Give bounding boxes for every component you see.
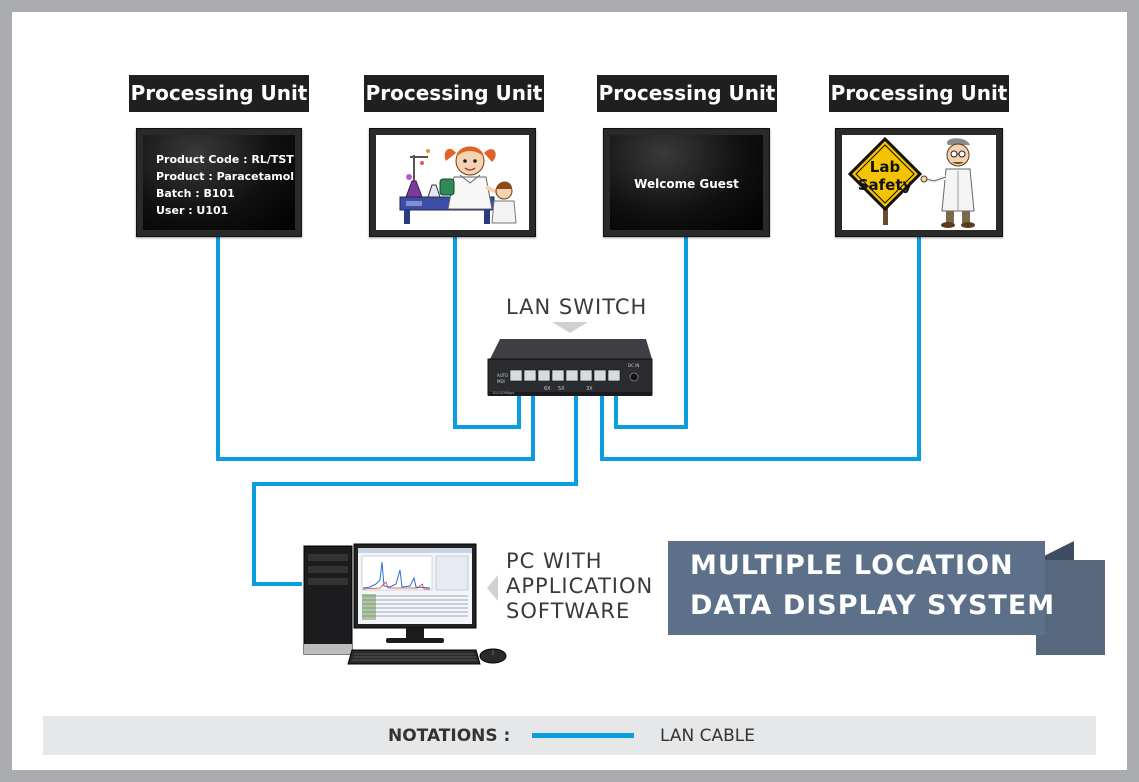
pc-mouse	[479, 648, 507, 664]
diagram-title-line: MULTIPLE LOCATION	[690, 550, 1014, 581]
pc-caption-line: APPLICATION	[506, 574, 654, 598]
pc-workstation	[303, 543, 507, 665]
switch-port	[551, 369, 565, 382]
lan-cable-legend-swatch	[532, 733, 634, 738]
monitor-processing-unit-1: Product Code : RL/TST Product : Paraceta…	[136, 128, 302, 237]
lan-switch-caption: LAN SWITCH	[506, 295, 648, 319]
switch-port	[579, 369, 593, 382]
lan-cable-unit-4	[600, 237, 921, 461]
monitor-processing-unit-2	[369, 128, 536, 237]
switch-marking: MDI	[497, 379, 505, 384]
switch-marking: AUTO	[497, 373, 508, 378]
switch-port	[537, 369, 551, 382]
screen-welcome-text: Welcome Guest	[634, 177, 739, 191]
lan-switch-device: AUTO MDI DC IN 10/100Mbps 6X 5X 3X	[487, 339, 653, 396]
switch-port	[523, 369, 537, 382]
lab-safety-illustration: Lab Safety	[847, 136, 975, 228]
power-jack-icon	[629, 372, 639, 382]
switch-port	[607, 369, 621, 382]
monitor-screen	[376, 135, 529, 230]
switch-port	[565, 369, 579, 382]
title-panel	[668, 541, 1045, 635]
processing-unit-label: Processing Unit	[129, 75, 309, 112]
switch-marking: 5X	[558, 386, 565, 392]
screen-info-line: Batch : B101	[156, 187, 235, 200]
caption-pointer-icon	[552, 322, 588, 333]
lan-cable-unit-2	[453, 237, 521, 429]
lan-cable-unit-1	[216, 237, 535, 461]
title-panel-corner	[1036, 541, 1074, 560]
screen-info-line: Product : Paracetamol	[156, 170, 295, 183]
lab-safety-sign-text: Lab	[870, 158, 901, 176]
monitor-processing-unit-4: Lab Safety	[835, 128, 1003, 237]
pc-caption-line: PC WITH	[506, 549, 603, 573]
screen-info-line: Product Code : RL/TST	[156, 153, 294, 166]
switch-marking: 6X	[544, 386, 551, 392]
processing-unit-label: Processing Unit	[829, 75, 1009, 112]
screen-info-line: User : U101	[156, 204, 229, 217]
lan-cable-legend-label: LAN CABLE	[660, 726, 755, 746]
notations-heading: NOTATIONS :	[388, 726, 511, 746]
diagram-title-line: DATA DISPLAY SYSTEM	[690, 590, 1056, 621]
switch-marking: DC IN	[628, 363, 639, 368]
lab-safety-sign-text: Safety	[858, 176, 913, 194]
pc-caption: PC WITH APPLICATION SOFTWARE	[506, 549, 653, 624]
lan-cable-pc	[252, 392, 578, 586]
monitor-screen: Product Code : RL/TST Product : Paraceta…	[143, 135, 295, 230]
processing-unit-label: Processing Unit	[597, 75, 777, 112]
lan-cable-unit-3	[614, 237, 688, 429]
switch-marking: 10/100Mbps	[492, 391, 514, 395]
switch-port	[509, 369, 523, 382]
pc-tower	[303, 545, 353, 655]
monitor-processing-unit-3: Welcome Guest	[603, 128, 770, 237]
monitor-screen: Lab Safety	[842, 135, 996, 230]
processing-unit-label: Processing Unit	[364, 75, 544, 112]
monitor-screen: Welcome Guest	[610, 135, 763, 230]
pc-caption-line: SOFTWARE	[506, 599, 631, 623]
caption-pointer-icon	[487, 575, 498, 601]
title-panel-fold	[1036, 560, 1105, 655]
lab-scientist-illustration	[399, 146, 517, 224]
switch-marking: 3X	[586, 386, 593, 392]
switch-port	[593, 369, 607, 382]
